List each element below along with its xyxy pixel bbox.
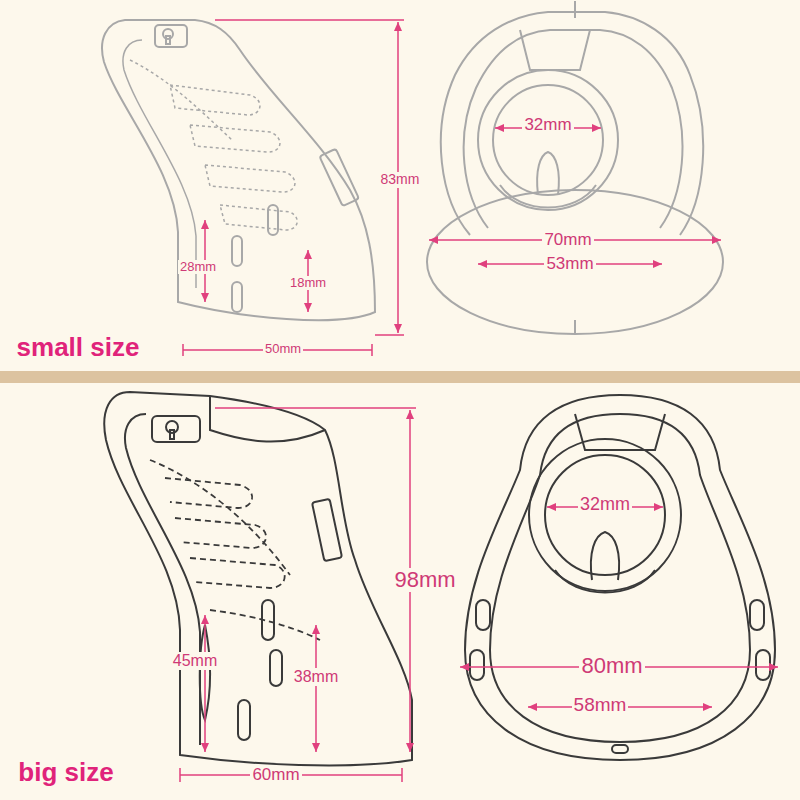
dimension-label: 38mm [292, 668, 340, 686]
small-front-view [427, 1, 723, 334]
dimension-label: 50mm [263, 342, 303, 356]
small-side-view [102, 20, 375, 320]
big-front-dimensions [460, 507, 778, 707]
dimension-label: 28mm [178, 260, 218, 274]
dimension-label: 58mm [572, 695, 629, 716]
big-side-dimensions [180, 408, 416, 782]
dimension-label: 60mm [250, 766, 301, 785]
dimension-label: 83mm [379, 172, 422, 187]
dimension-label: 98mm [392, 568, 457, 592]
dimension-label: 32mm [522, 116, 573, 135]
small-front-dimensions [429, 128, 721, 264]
size-heading: big size [16, 758, 115, 787]
dimension-label: 70mm [542, 231, 593, 250]
small-side-dimensions [183, 20, 404, 356]
big-side-view [104, 392, 412, 765]
dimension-label: 53mm [544, 255, 595, 274]
divider-band [0, 371, 800, 383]
dimension-label: 18mm [288, 276, 328, 290]
dimension-label: 32mm [578, 495, 632, 515]
dimension-label: 45mm [171, 652, 219, 670]
size-heading: small size [15, 333, 142, 362]
big-front-view [465, 395, 775, 760]
dimension-label: 80mm [579, 654, 644, 678]
